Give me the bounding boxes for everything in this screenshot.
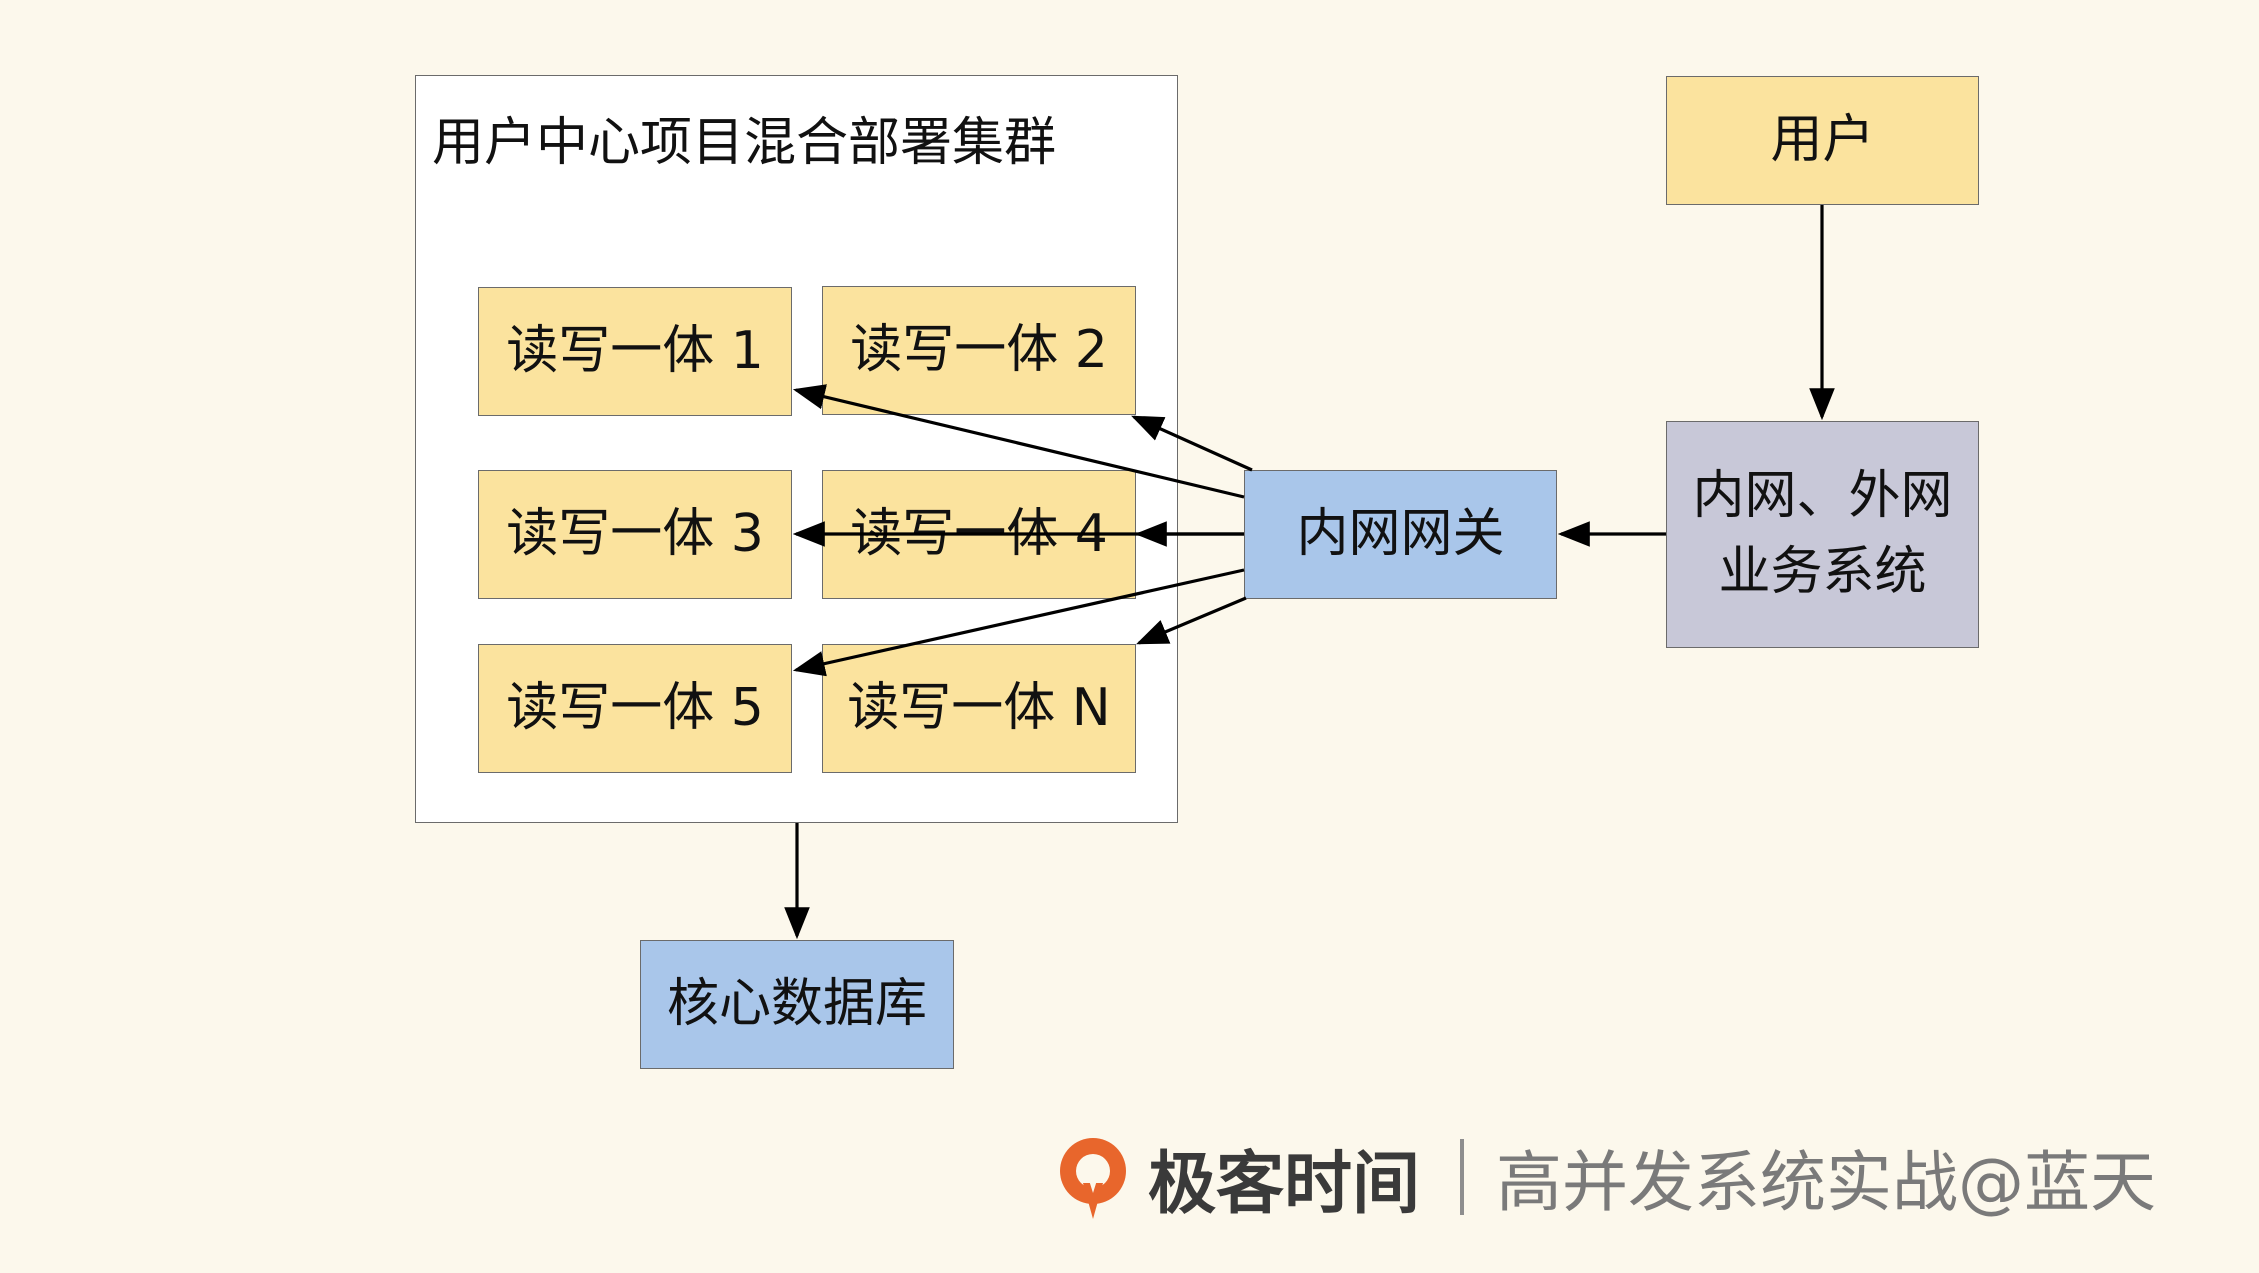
node-user: 用户 [1666,76,1979,205]
node-rwN: 读写一体 N [822,644,1136,773]
arrow-gateway-to-rw2 [1131,415,1253,472]
node-rw5: 读写一体 5 [478,644,792,773]
footer-course-title: 高并发系统实战@蓝天 [1496,1144,2157,1221]
footer-divider [1460,1139,1465,1215]
node-rw2: 读写一体 2 [822,286,1136,415]
node-business-systems: 内网、外网 业务系统 [1666,421,1979,648]
arrow-gateway-to-rw5 [792,568,1245,677]
footer-brand: 极客时间 [1148,1144,1421,1224]
geektime-logo-icon [1060,1138,1126,1219]
node-gateway: 内网网关 [1244,470,1557,599]
node-rw1: 读写一体 1 [478,287,792,416]
arrow-gateway-to-rwN [1136,596,1247,645]
node-core-database: 核心数据库 [640,940,954,1069]
arrow-gateway-to-rw1 [792,384,1245,499]
cluster-title: 用户中心项目混合部署集群 [432,113,1057,173]
footer-watermark: 极客时间 高并发系统实战@蓝天 [1052,1122,2156,1232]
node-rw3: 读写一体 3 [478,470,792,599]
